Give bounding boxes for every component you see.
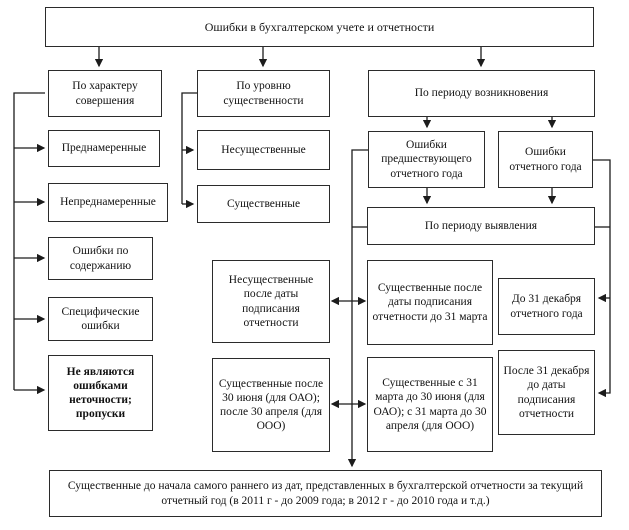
node-material-mar31-jun30: Существенные с 31 марта до 30 июня (для … bbox=[367, 357, 493, 452]
node-by-detection: По периоду выявления bbox=[367, 207, 595, 245]
node-unintentional: Непреднамеренные bbox=[48, 183, 168, 222]
node-by-nature: По характеру совершения bbox=[48, 70, 162, 117]
node-by-occurrence: По периоду возникновения bbox=[368, 70, 595, 117]
node-reporting-year-errors: Ошибки отчетного года bbox=[498, 131, 593, 188]
node-intentional: Преднамеренные bbox=[48, 130, 160, 167]
node-immaterial: Несущественные bbox=[197, 130, 330, 170]
node-prior-year-errors: Ошибки предшествующего отчетного года bbox=[368, 131, 485, 188]
node-root-title: Ошибки в бухгалтерском учете и отчетност… bbox=[45, 7, 594, 47]
node-material: Существенные bbox=[197, 185, 330, 223]
node-content-errors: Ошибки по содержанию bbox=[48, 237, 153, 280]
node-material-after-jun30: Существенные после 30 июня (для ОАО); по… bbox=[212, 358, 330, 452]
node-material-after-signing: Существенные после даты подписания отчет… bbox=[367, 260, 493, 345]
node-specific-errors: Специфические ошибки bbox=[48, 297, 153, 341]
node-footer-material-earliest-date: Существенные до начала самого раннего из… bbox=[49, 470, 602, 517]
node-immaterial-after-signing: Несущественные после даты подписания отч… bbox=[212, 260, 330, 343]
node-by-materiality: По уровню существенности bbox=[197, 70, 330, 117]
node-not-errors: Не являются ошибками неточности; пропуск… bbox=[48, 355, 153, 431]
node-before-dec31: До 31 декабря отчетного года bbox=[498, 278, 595, 335]
node-after-dec31: После 31 декабря до даты подписания отче… bbox=[498, 350, 595, 435]
